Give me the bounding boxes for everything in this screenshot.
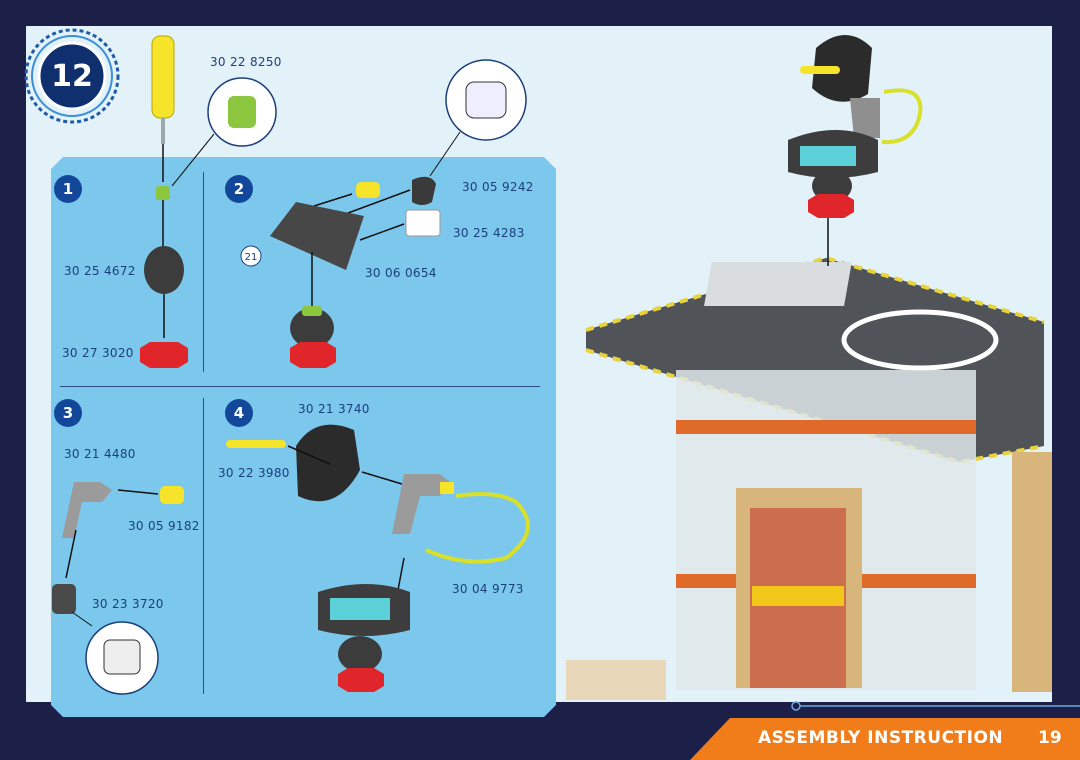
part-code-cap: 30 05 9182: [128, 519, 200, 533]
screwdriver-tool-illustration: [151, 35, 175, 144]
part-code-base: 30 27 3020: [62, 346, 134, 360]
panel-divider-horizontal: [60, 386, 540, 387]
panel-divider-vertical-bottom: [203, 398, 204, 694]
part-code-wedge: 30 06 0654: [365, 266, 437, 280]
callout-number: 21: [245, 252, 258, 263]
part-code-antenna: 30 22 3980: [218, 466, 290, 480]
panel-divider-vertical-top: [203, 172, 204, 372]
part-code-dish: 30 21 3740: [298, 402, 370, 416]
step-badge: [24, 28, 120, 124]
footer-decor-line: [791, 701, 1080, 711]
part-code-spring: 30 25 4672: [64, 264, 136, 278]
part-code-peg: 30 23 3720: [92, 597, 164, 611]
footer-bar: [690, 718, 1080, 760]
part-code-tool: 30 22 8250: [210, 55, 282, 69]
substep-1-number: 1: [54, 175, 82, 203]
substep-4-number: 4: [225, 399, 253, 427]
substep-2-number: 2: [225, 175, 253, 203]
part-code-clip: 30 25 4283: [453, 226, 525, 240]
step-number: 12: [51, 58, 93, 94]
footer-title: ASSEMBLY INSTRUCTION: [758, 728, 1004, 748]
building-illustration: [566, 255, 1052, 700]
page-number: 19: [1038, 728, 1062, 748]
antenna-assembly-illustration: [788, 35, 923, 218]
part-code-cable: 30 04 9773: [452, 582, 524, 596]
part-code-knob: 30 05 9242: [462, 180, 534, 194]
part-code-handle: 30 21 4480: [64, 447, 136, 461]
substep-3-number: 3: [54, 399, 82, 427]
